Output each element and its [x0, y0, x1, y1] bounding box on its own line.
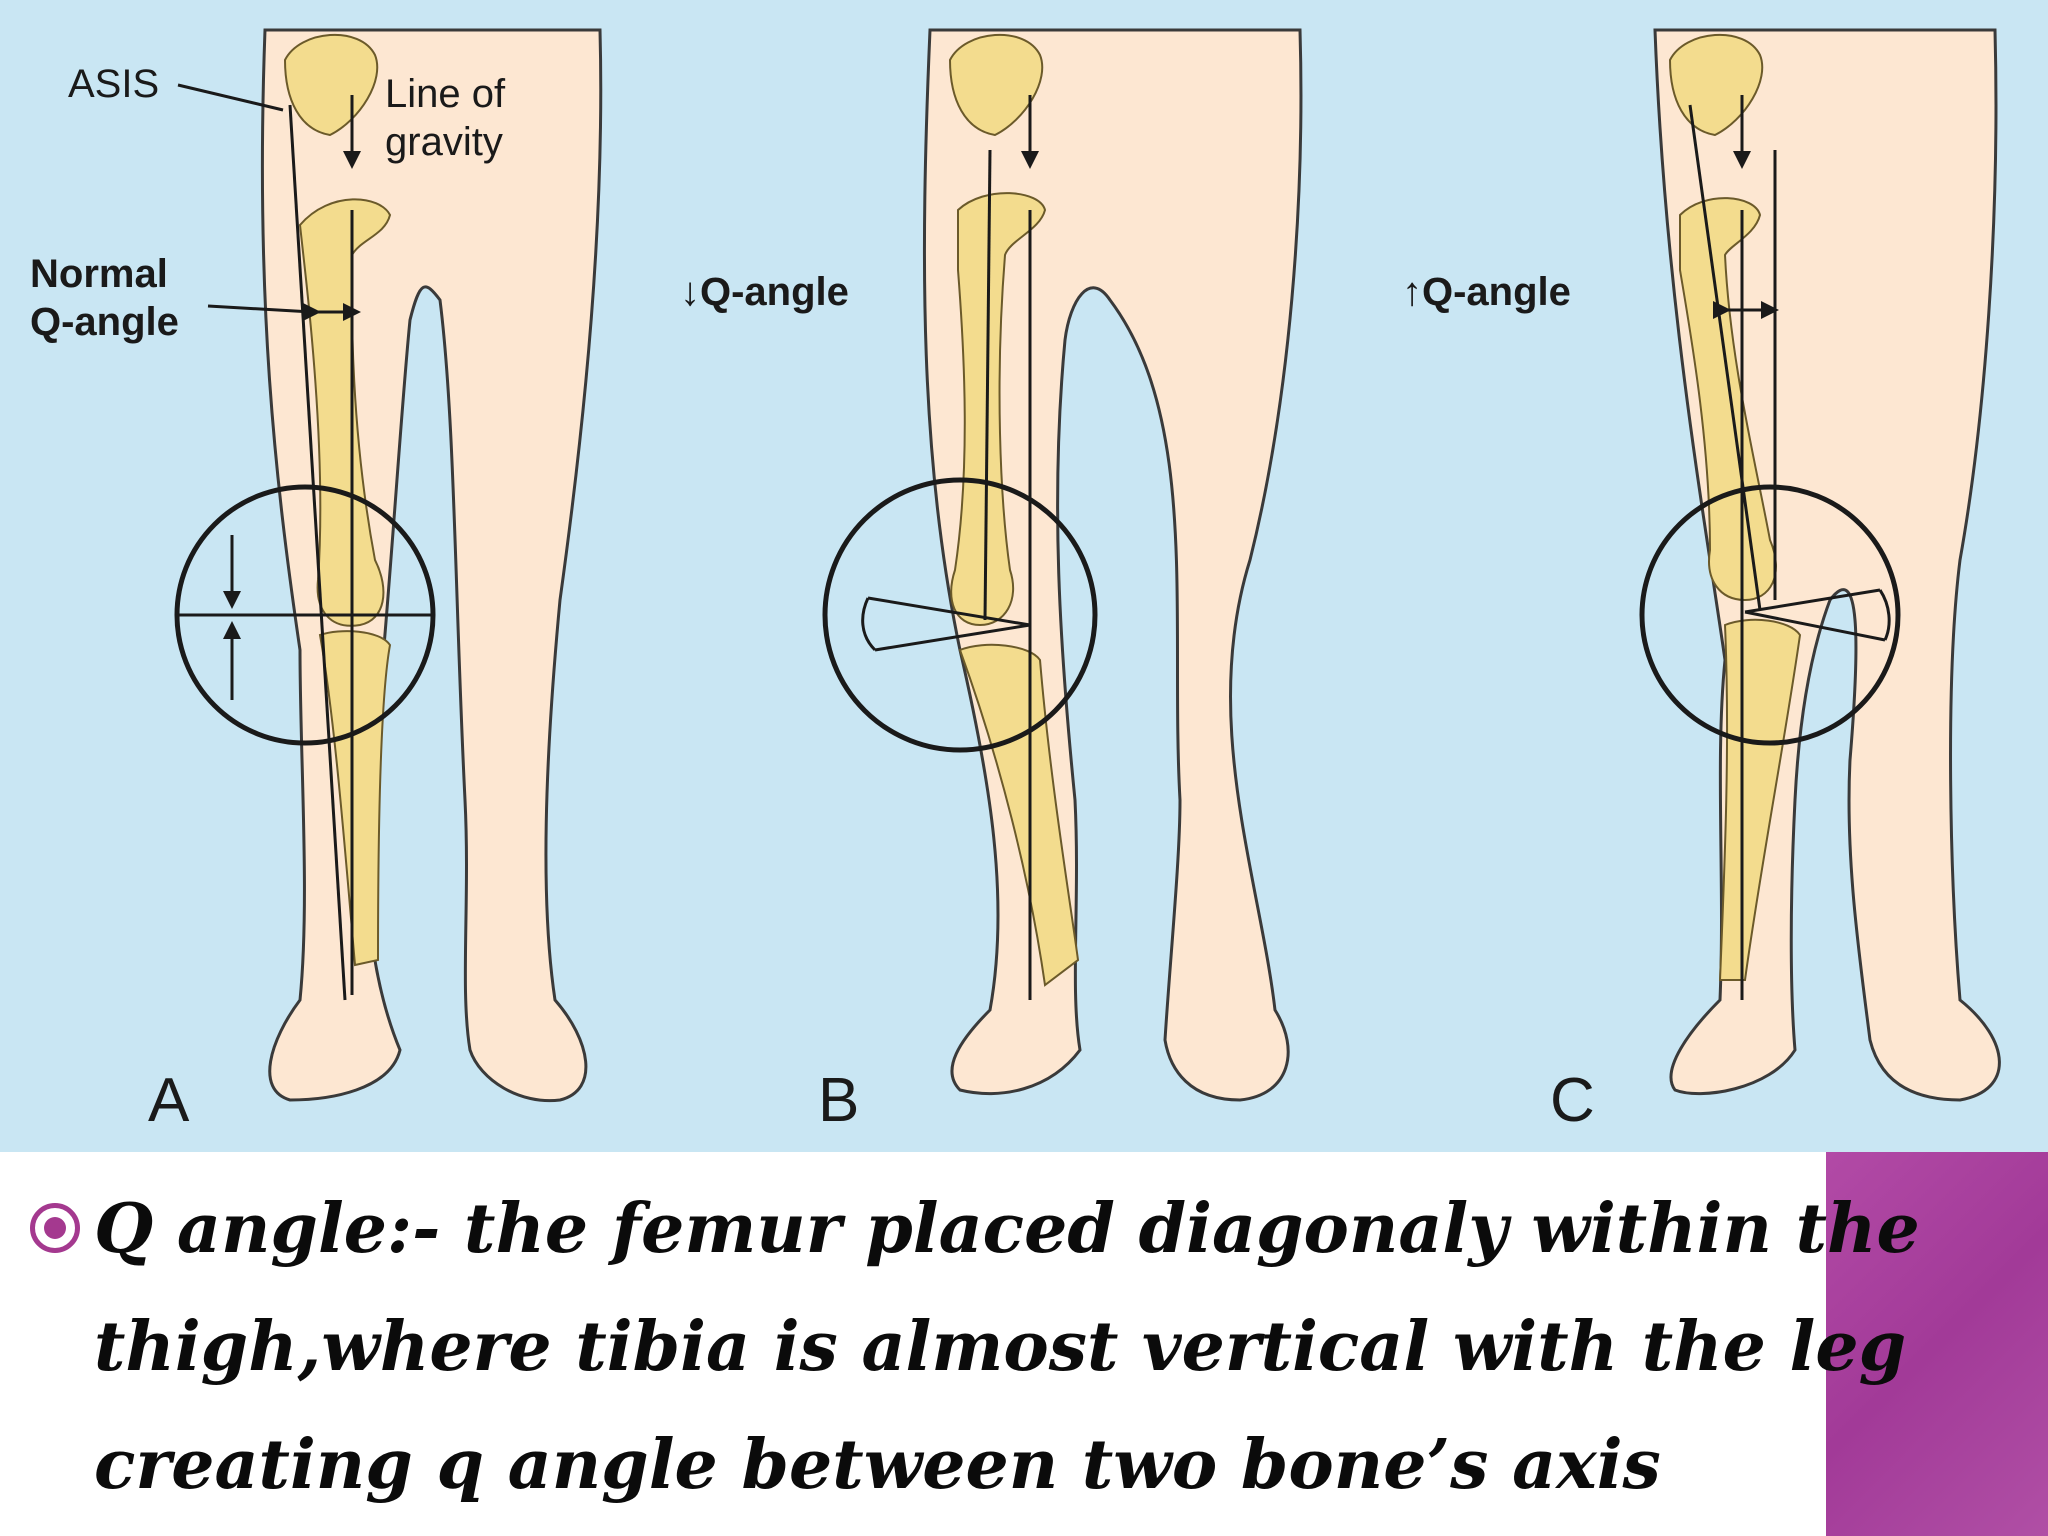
- panel-b-letter: B: [818, 1066, 860, 1135]
- caption-text: Q angle:- the femur placed diagonaly wit…: [94, 1189, 1920, 1505]
- panel-b-knee-inset: [822, 477, 1098, 753]
- panel-a-femur-axis: [288, 104, 347, 1001]
- panel-a-pelvis: [283, 34, 379, 137]
- decreased-q-angle-label: ↓Q-angle: [680, 270, 849, 314]
- panel-a-letter: A: [148, 1066, 190, 1135]
- normal-q-angle-label: Normal Q-angle: [30, 252, 179, 344]
- increased-q-angle-label: ↑Q-angle: [1402, 270, 1571, 314]
- panel-a-legs: [260, 28, 603, 1103]
- circle-bullet-icon: [30, 1203, 80, 1253]
- panel-b-femur-axis: [983, 149, 992, 621]
- panel-b-angle-wedge: [867, 596, 1031, 652]
- panel-a-qangle-leader: [207, 304, 313, 314]
- panel-c-pelvis: [1668, 34, 1764, 137]
- purple-accent-bar: [1826, 1152, 2048, 1536]
- line-of-gravity-label: Line of gravity: [385, 72, 506, 164]
- panel-a-asis-leader: [177, 83, 284, 112]
- panel-c-tibia: [1718, 618, 1802, 981]
- panel-c-knee-inset: [1639, 484, 1901, 746]
- panel-a-illustration: [174, 28, 603, 1103]
- panel-c-angle-arc: [1878, 589, 1891, 641]
- legs-illustration: [174, 28, 2001, 1103]
- panel-c-femur-axis: [1688, 104, 1762, 611]
- panel-b-illustration: [822, 28, 1303, 1102]
- panel-c-illustration: [1639, 28, 2001, 1102]
- panel-a-tibia: [318, 630, 392, 967]
- asis-label: ASIS: [68, 62, 160, 106]
- q-angle-figure: ASIS Line of gravity Normal Q-angle ↓Q-a…: [0, 0, 2048, 1152]
- panel-c-angle-wedge: [1744, 588, 1886, 642]
- panel-c-legs: [1653, 28, 2001, 1102]
- panel-c-letter: C: [1550, 1066, 1595, 1135]
- panel-b-angle-arc: [861, 597, 877, 652]
- panel-b-pelvis: [948, 34, 1044, 137]
- panel-c-femur: [1679, 197, 1777, 602]
